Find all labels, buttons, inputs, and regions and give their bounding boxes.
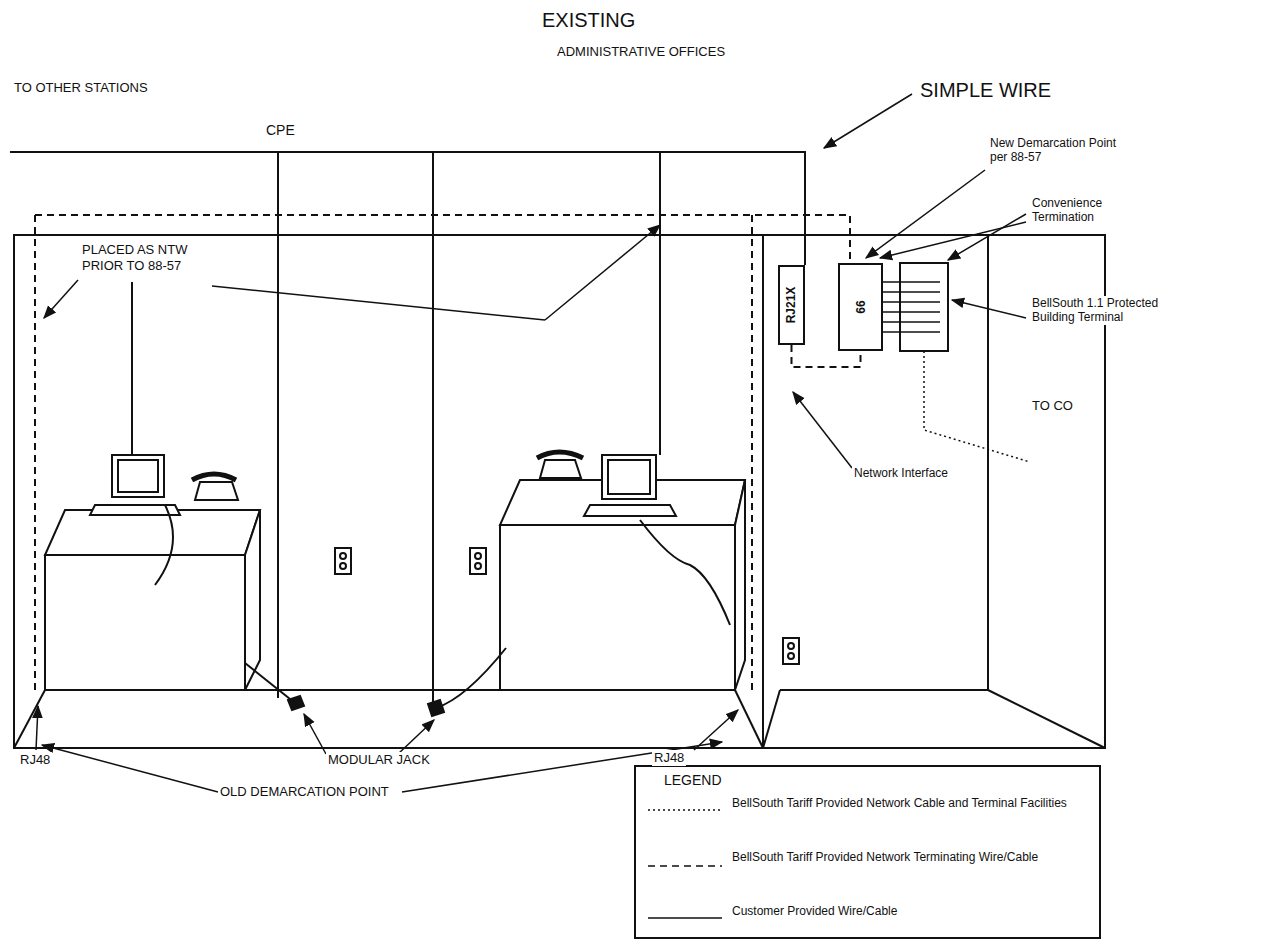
callout-label: TO OTHER STATIONS [12,80,150,96]
legend-entry: Customer Provided Wire/Cable [732,904,1087,918]
callout-label: MODULAR JACK [326,752,432,768]
office-room [14,235,763,748]
callout-label: RJ48 [18,752,52,768]
callout-label: CPE [264,122,297,139]
legend-title: LEGEND [662,772,724,789]
callout-label: New Demarcation Point per 88-57 [988,136,1132,165]
legend-entry: BellSouth Tariff Provided Network Termin… [732,850,1087,864]
callout-label: ADMINISTRATIVE OFFICES [555,44,727,60]
legend-box [635,766,1100,938]
callout-label: TO CO [1030,398,1075,414]
callout-label: OLD DEMARCATION POINT [218,784,391,800]
callout-label: Network Interface [852,466,950,480]
terminal-block: 66 [838,263,883,351]
callout-label: SIMPLE WIRE [918,78,1053,102]
callout-label: Convenience Termination [1030,196,1154,225]
callout-label: RJ48 [652,750,686,766]
callout-label: PLACED AS NTW PRIOR TO 88-57 [80,242,209,273]
callout-label: BellSouth 1.1 Protected Building Termina… [1030,296,1194,325]
terminal-block: RJ21X [778,265,805,345]
building-terminal [900,263,948,351]
terminal-label: 66 [853,300,867,313]
terminal-label: RJ21X [785,287,799,324]
legend-entry: BellSouth Tariff Provided Network Cable … [732,796,1087,810]
diagram-title: EXISTING [540,8,637,32]
